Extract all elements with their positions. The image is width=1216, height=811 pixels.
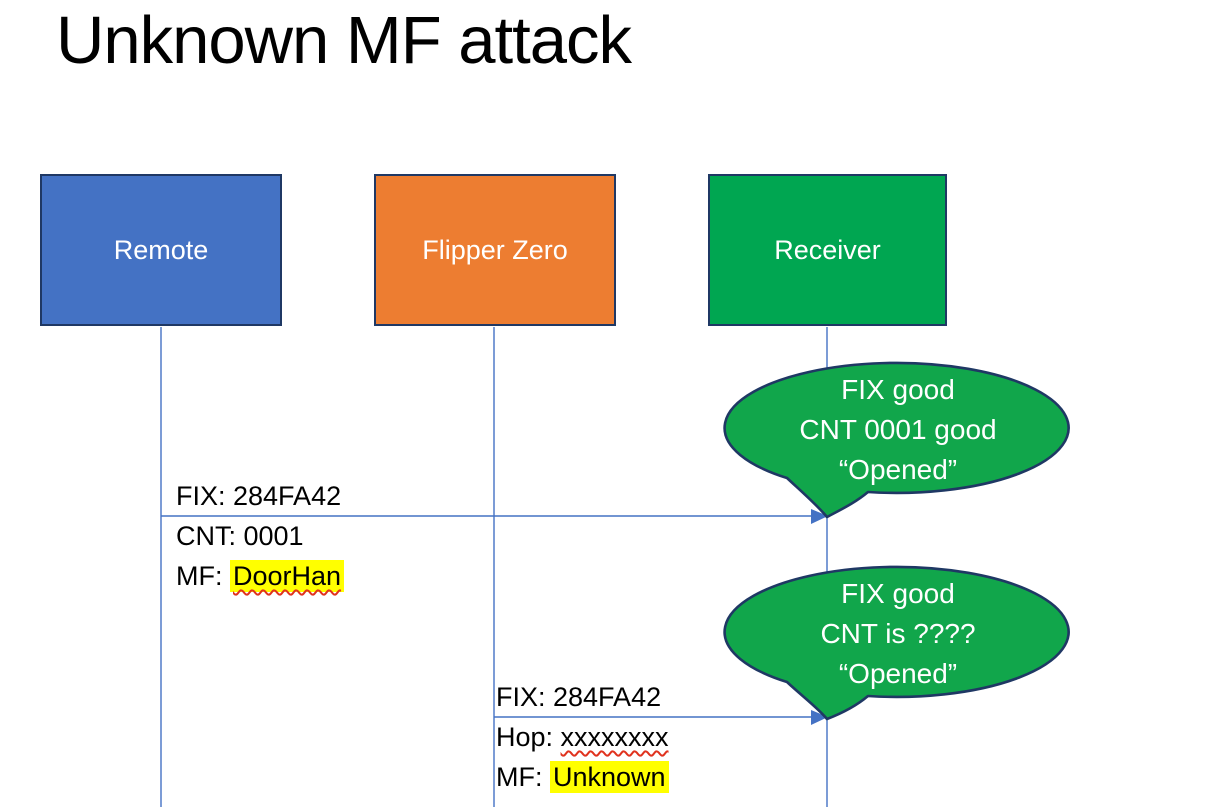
bubble-1-line-1: FIX good bbox=[841, 374, 955, 405]
bubble-2-line-2: CNT is ???? bbox=[820, 618, 976, 649]
message-1-mf-value-highlighted: DoorHan bbox=[230, 560, 345, 592]
message-1-mf-prefix: MF: bbox=[176, 561, 230, 591]
speech-bubble-1-text: FIX good CNT 0001 good “Opened” bbox=[726, 370, 1070, 490]
message-1-line-cnt: CNT: 0001 bbox=[176, 521, 304, 551]
message-1-line-mf: MF: DoorHan bbox=[176, 556, 345, 596]
message-2-line-fix: FIX: 284FA42 bbox=[496, 682, 662, 712]
speech-bubble-2 bbox=[723, 565, 1070, 721]
message-1-line-fix: FIX: 284FA42 bbox=[176, 481, 342, 511]
message-2-line-hop: Hop: xxxxxxxx bbox=[496, 717, 669, 757]
actor-label-flipper-zero: Flipper Zero bbox=[422, 234, 568, 265]
message-2: FIX: 284FA42 Hop: xxxxxxxx MF: Unknown bbox=[496, 677, 669, 797]
message-2-arrowhead-icon bbox=[811, 710, 828, 725]
message-1-arrowhead-icon bbox=[811, 509, 828, 524]
message-2-mf-value-highlighted: Unknown bbox=[550, 761, 669, 793]
actor-box-remote: Remote bbox=[40, 174, 282, 326]
message-2-line-mf: MF: Unknown bbox=[496, 757, 669, 797]
speech-bubble-2-text: FIX good CNT is ???? “Opened” bbox=[726, 574, 1070, 694]
bubble-2-line-1: FIX good bbox=[841, 578, 955, 609]
bubble-2-line-3: “Opened” bbox=[838, 658, 958, 689]
actor-box-flipper-zero: Flipper Zero bbox=[374, 174, 616, 326]
actor-label-receiver: Receiver bbox=[774, 234, 881, 265]
actor-box-receiver: Receiver bbox=[708, 174, 947, 326]
bubble-1-line-3: “Opened” bbox=[838, 454, 958, 485]
message-2-hop-prefix: Hop: bbox=[496, 722, 561, 752]
speech-bubble-1 bbox=[723, 361, 1070, 519]
message-1: FIX: 284FA42 CNT: 0001 MF: DoorHan bbox=[176, 476, 345, 596]
bubble-1-line-2: CNT 0001 good bbox=[799, 414, 997, 445]
slide-title: Unknown MF attack bbox=[56, 3, 632, 78]
message-2-mf-prefix: MF: bbox=[496, 762, 550, 792]
message-2-hop-value: xxxxxxxx bbox=[560, 722, 669, 752]
actor-label-remote: Remote bbox=[113, 234, 209, 265]
